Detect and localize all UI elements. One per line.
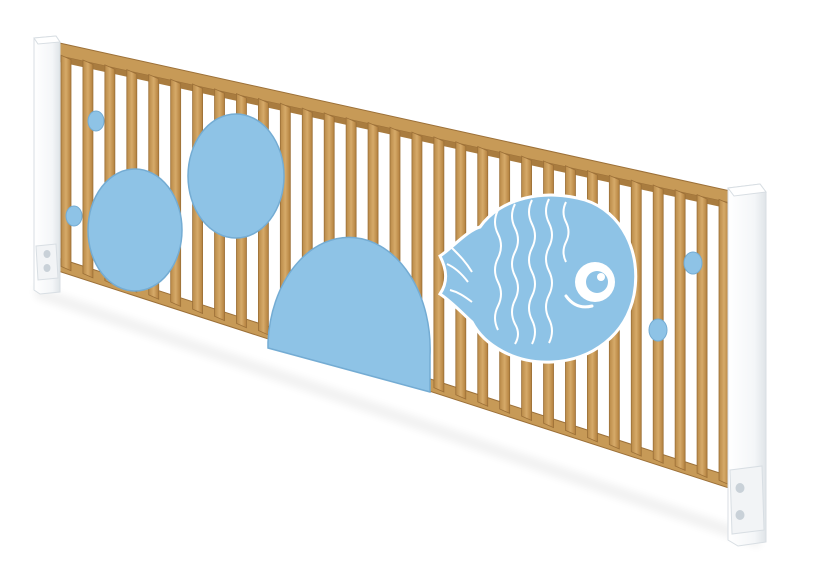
left-post [33, 35, 61, 295]
fish-mouth [564, 294, 594, 309]
right-post [727, 183, 767, 547]
fish-eye-highlight [597, 273, 605, 281]
wood-slat [674, 189, 686, 471]
wood-slat [696, 193, 708, 479]
fish-eye-pupil [586, 271, 608, 293]
small-dot-right-upper [683, 251, 703, 275]
small-dot-top-left [87, 110, 105, 132]
wood-slat [60, 54, 72, 272]
wood-slat [433, 136, 445, 393]
semicircle-panel [267, 236, 431, 393]
fish-icon [437, 193, 638, 364]
upper-circle-panel [187, 113, 285, 239]
small-dot-right-lower [648, 318, 668, 342]
wood-slat [630, 179, 642, 457]
small-dot-mid-left [65, 205, 83, 227]
large-circle-panel-left [87, 168, 183, 292]
ground-shadow [35, 285, 760, 548]
